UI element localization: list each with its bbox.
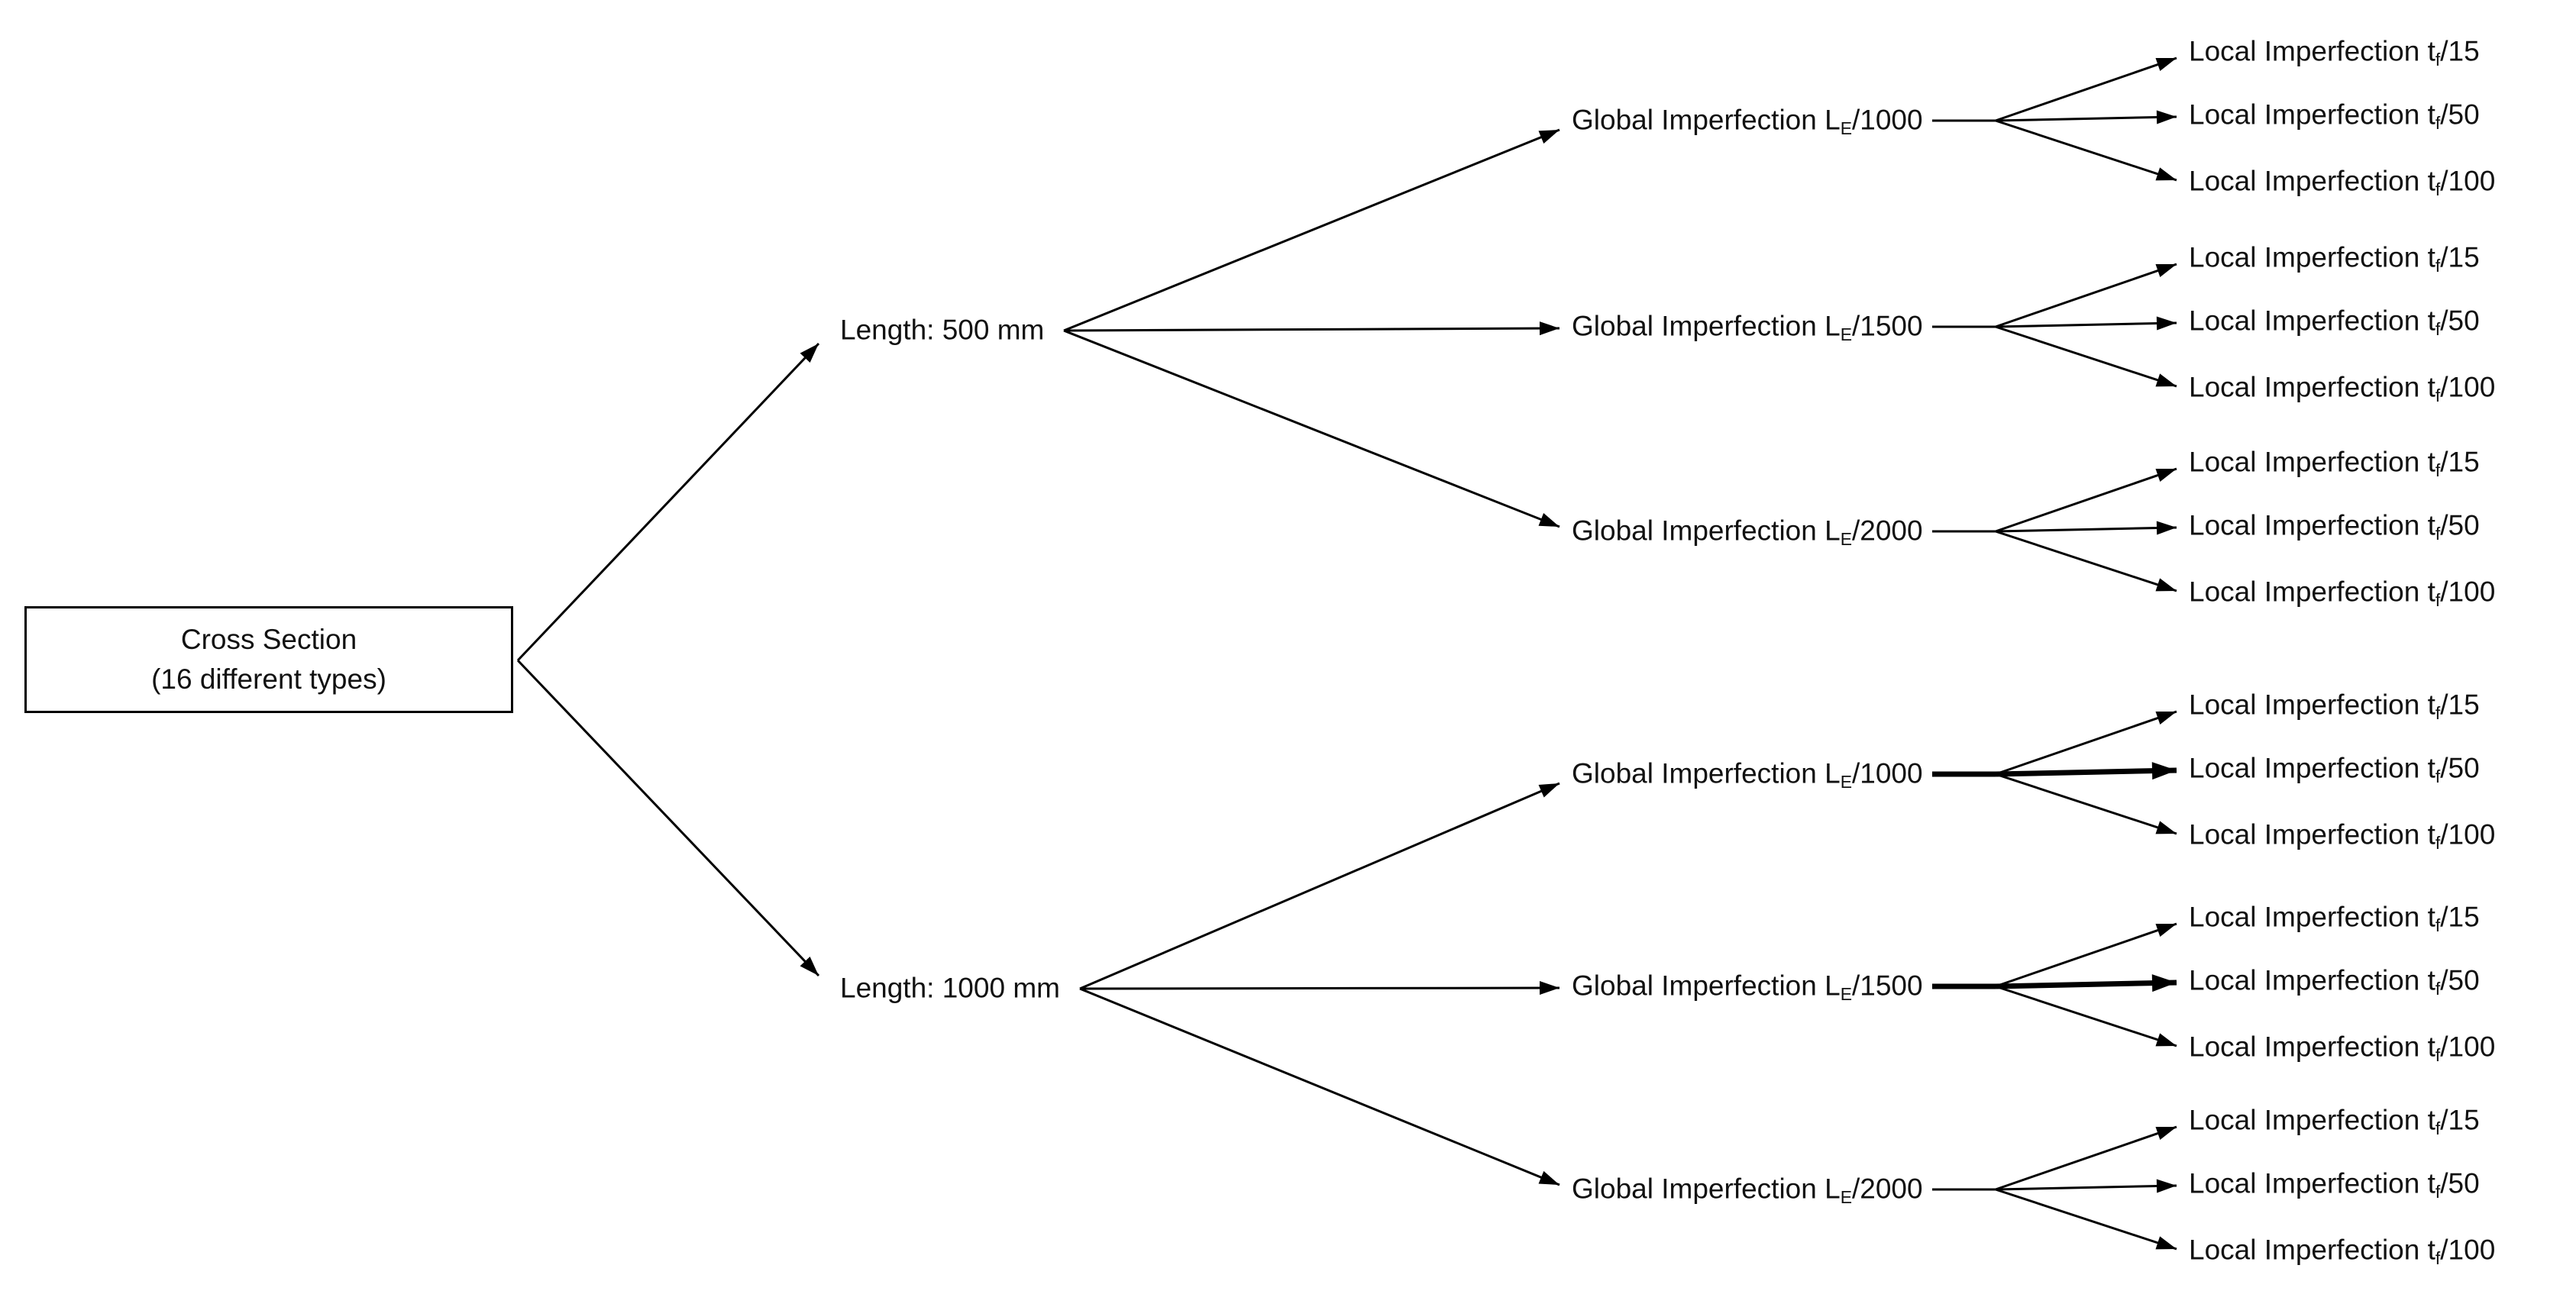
local-imperfection-node-length-500-mm-2000-50: Local Imperfection tf/50 (2189, 509, 2480, 544)
root-node-title: Cross Section (180, 624, 357, 655)
edge-line (1995, 325, 2177, 388)
local-imperfection-node-length-1000-mm-2000-100: Local Imperfection tf/100 (2189, 1234, 2496, 1268)
edge-line (1995, 110, 2177, 124)
local-imperfection-node-length-1000-mm-1500-15: Local Imperfection tf/15 (2189, 901, 2480, 935)
edge-line (1995, 1179, 2177, 1193)
edge-line (1995, 467, 2177, 533)
global-imperfection-node-length-1000-mm-1500: Global Imperfection LE/1500 (1572, 970, 1923, 1004)
local-imperfection-node-length-500-mm-1000-100: Local Imperfection tf/100 (2189, 165, 2496, 199)
local-imperfection-node-length-1000-mm-1000-15: Local Imperfection tf/15 (2189, 689, 2480, 723)
local-imperfection-node-length-1000-mm-2000-15: Local Imperfection tf/15 (2189, 1104, 2480, 1138)
local-imperfection-node-length-500-mm-1500-15: Local Imperfection tf/15 (2189, 241, 2480, 276)
edge-line (1995, 316, 2177, 331)
global-imperfection-node-length-500-mm-1000: Global Imperfection LE/1000 (1572, 104, 1923, 138)
length-node-length-500-mm: Length: 500 mm (840, 314, 1045, 346)
local-imperfection-node-length-1000-mm-1500-100: Local Imperfection tf/100 (2189, 1031, 2496, 1065)
local-imperfection-node-length-500-mm-1000-15: Local Imperfection tf/15 (2189, 35, 2480, 69)
edge-line (1995, 119, 2177, 182)
global-imperfection-node-length-500-mm-2000: Global Imperfection LE/2000 (1572, 515, 1923, 549)
edge-line (1995, 762, 2177, 780)
root-node-cross-section: Cross Section (16 different types) (24, 606, 513, 713)
local-imperfection-node-length-500-mm-1500-50: Local Imperfection tf/50 (2189, 305, 2480, 339)
edge-line (1063, 329, 1560, 528)
local-imperfection-node-length-1000-mm-1500-50: Local Imperfection tf/50 (2189, 964, 2480, 999)
edge-line (1079, 987, 1560, 1186)
edge-line (1995, 56, 2177, 122)
local-imperfection-node-length-1000-mm-2000-50: Local Imperfection tf/50 (2189, 1167, 2480, 1202)
global-imperfection-node-length-1000-mm-1000: Global Imperfection LE/1000 (1572, 757, 1923, 792)
edge-line (1995, 521, 2177, 535)
edge-line (516, 342, 820, 662)
edge-line (1995, 710, 2177, 776)
edge-line (1995, 773, 2177, 835)
edge-line (1063, 128, 1560, 332)
edge-line (1063, 321, 1560, 336)
local-imperfection-node-length-500-mm-1000-50: Local Imperfection tf/50 (2189, 98, 2480, 133)
edge-line (1079, 782, 1560, 990)
edge-line (1995, 530, 2177, 592)
length-node-length-1000-mm: Length: 1000 mm (840, 972, 1060, 1004)
edge-line (1995, 1125, 2177, 1191)
edge-line (1995, 1188, 2177, 1251)
local-imperfection-node-length-500-mm-2000-100: Local Imperfection tf/100 (2189, 576, 2496, 610)
local-imperfection-node-length-1000-mm-1000-50: Local Imperfection tf/50 (2189, 752, 2480, 786)
local-imperfection-node-length-500-mm-2000-15: Local Imperfection tf/15 (2189, 446, 2480, 480)
edge-line (1995, 263, 2177, 328)
edge-line (1995, 985, 2177, 1047)
edge-line (1995, 922, 2177, 988)
root-node-subtitle: (16 different types) (151, 663, 386, 695)
edge-line (516, 659, 820, 977)
global-imperfection-node-length-500-mm-1500: Global Imperfection LE/1500 (1572, 310, 1923, 344)
global-imperfection-node-length-1000-mm-2000: Global Imperfection LE/2000 (1572, 1173, 1923, 1207)
local-imperfection-node-length-1000-mm-1000-100: Local Imperfection tf/100 (2189, 818, 2496, 853)
edge-line (1995, 974, 2177, 992)
edge-line (1079, 981, 1560, 996)
local-imperfection-node-length-500-mm-1500-100: Local Imperfection tf/100 (2189, 371, 2496, 405)
